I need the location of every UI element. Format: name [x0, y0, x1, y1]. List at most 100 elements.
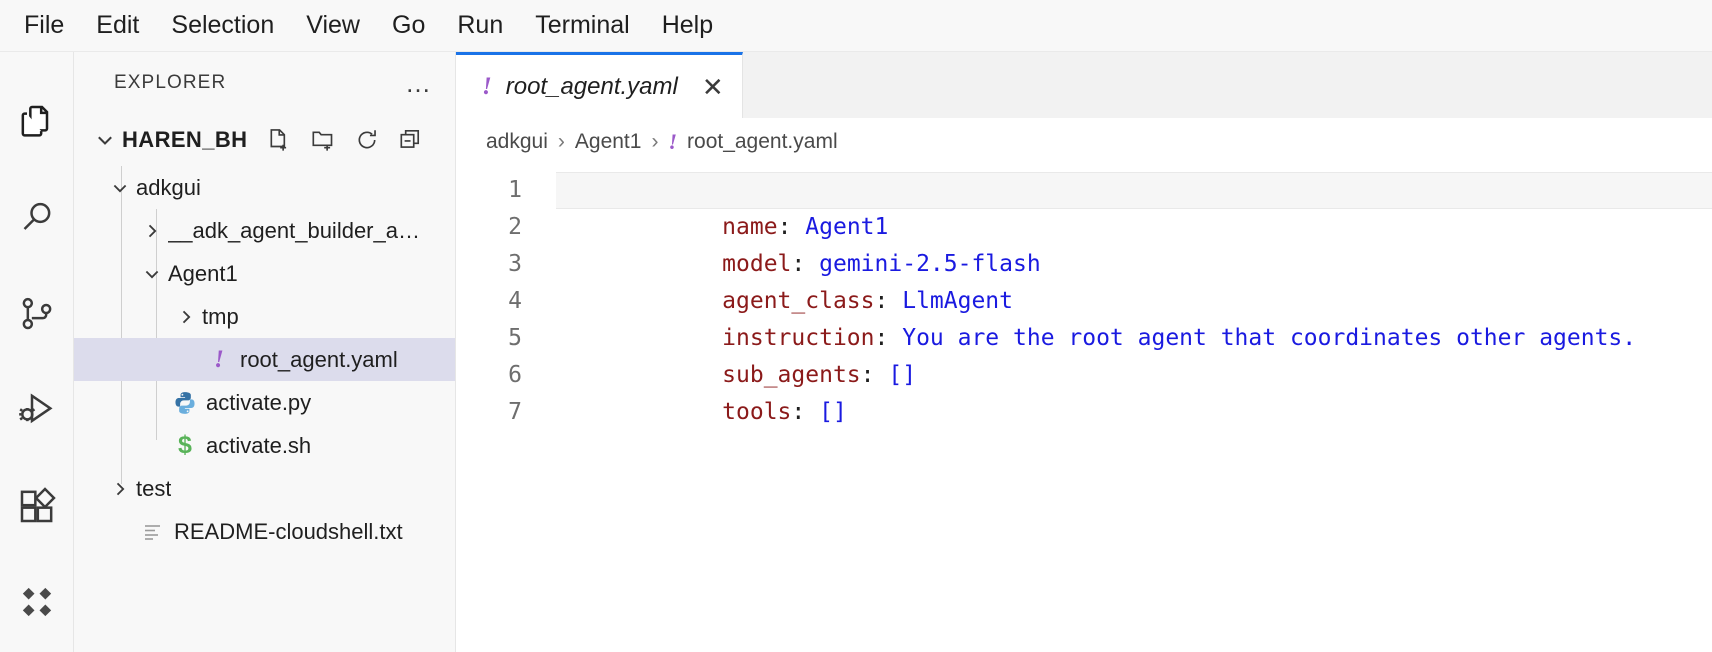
- breadcrumb-separator: ›: [557, 130, 565, 153]
- tree-item-label: __adk_agent_builder_a…: [168, 217, 420, 243]
- editor-area: ! root_agent.yaml ✕ adkgui › Agent1 › ! …: [456, 52, 1712, 652]
- file-tree: adkgui __adk_agent_builder_a… Agent1: [74, 166, 455, 652]
- space: [805, 251, 819, 277]
- chevron-right-icon[interactable]: [104, 479, 136, 499]
- breadcrumb-item-agent1[interactable]: Agent1: [574, 130, 642, 153]
- tree-item-tmp[interactable]: tmp: [74, 295, 455, 338]
- breadcrumb-separator: ›: [651, 130, 659, 153]
- collapse-all-icon[interactable]: [397, 126, 425, 154]
- explorer-header: EXPLORER …: [74, 52, 455, 114]
- extensions-icon: [17, 486, 57, 526]
- search-icon: [17, 198, 57, 238]
- space: [805, 399, 819, 425]
- code-line-2[interactable]: model: gemini-2.5-flash: [556, 209, 1712, 277]
- yaml-value: LlmAgent: [902, 288, 1013, 314]
- tree-item-label: activate.py: [206, 389, 312, 415]
- space: [791, 214, 805, 240]
- new-folder-icon[interactable]: [309, 126, 337, 154]
- tree-item-readme-cloudshell[interactable]: README-cloudshell.txt: [74, 510, 455, 553]
- tree-guide-line: [156, 209, 157, 440]
- yaml-bang-icon: !: [668, 129, 678, 154]
- tree-item-adk-agent-builder[interactable]: __adk_agent_builder_a…: [74, 209, 455, 252]
- more-actions-icon[interactable]: …: [405, 68, 433, 98]
- yaml-key: instruction: [722, 325, 875, 351]
- chevron-down-icon[interactable]: [88, 129, 122, 151]
- code-line-6[interactable]: tools: []: [556, 357, 1712, 425]
- yaml-value: []: [888, 362, 917, 388]
- chevron-down-icon[interactable]: [104, 178, 136, 198]
- breadcrumb: adkgui › Agent1 › ! root_agent.yaml: [456, 118, 1712, 166]
- activity-item-run-and-debug[interactable]: [0, 362, 74, 458]
- yaml-value: []: [819, 399, 847, 425]
- yaml-colon: :: [791, 251, 806, 277]
- activity-item-diamonds[interactable]: [0, 554, 74, 650]
- line-number: 4: [508, 288, 522, 314]
- menu-item-help[interactable]: Help: [661, 11, 714, 39]
- yaml-key: model: [722, 251, 792, 277]
- chevron-right-icon[interactable]: [136, 221, 168, 241]
- activity-item-source-control[interactable]: [0, 266, 74, 362]
- tree-item-activate-py[interactable]: activate.py: [74, 381, 455, 424]
- breadcrumb-item-root-agent-yaml[interactable]: root_agent.yaml: [687, 130, 838, 153]
- menu-item-edit[interactable]: Edit: [96, 11, 140, 39]
- yaml-value: gemini-2.5-flash: [819, 251, 1041, 277]
- code-content[interactable]: name: Agent1 model: gemini-2.5-flash age…: [528, 166, 1712, 652]
- line-number: 2: [508, 214, 522, 240]
- yaml-key: tools: [722, 399, 792, 425]
- activity-item-extensions[interactable]: [0, 458, 74, 554]
- new-file-icon[interactable]: [265, 126, 293, 154]
- code-line-3[interactable]: agent_class: LlmAgent: [556, 246, 1712, 314]
- text-file-icon: [136, 520, 170, 544]
- explorer-icon: [17, 102, 57, 142]
- yaml-value: Agent1: [805, 214, 889, 240]
- code-line-5[interactable]: sub_agents: []: [556, 320, 1712, 388]
- tree-item-label: Agent1: [168, 260, 238, 286]
- activity-item-search[interactable]: [0, 170, 74, 266]
- menu-item-go[interactable]: Go: [392, 11, 426, 39]
- python-file-icon: [168, 390, 202, 416]
- menu-item-terminal[interactable]: Terminal: [535, 11, 630, 39]
- tree-item-label: tmp: [202, 303, 239, 329]
- workbench-body: EXPLORER … HAREN_BH: [0, 52, 1712, 652]
- explorer-header-actions: …: [405, 68, 433, 98]
- explorer-root-row[interactable]: HAREN_BH: [74, 114, 455, 166]
- line-number: 1: [508, 177, 522, 203]
- run-and-debug-icon: [17, 390, 57, 430]
- menu-item-selection[interactable]: Selection: [171, 11, 275, 39]
- tree-item-agent1[interactable]: Agent1: [74, 252, 455, 295]
- line-number: 3: [508, 251, 522, 277]
- shell-file-icon: $: [178, 431, 192, 459]
- source-control-icon: [17, 294, 57, 334]
- code-line-1[interactable]: name: Agent1: [556, 172, 1712, 240]
- menu-item-run[interactable]: Run: [457, 11, 504, 39]
- yaml-file-icon: !: [214, 345, 224, 373]
- tab-root-agent-yaml[interactable]: ! root_agent.yaml ✕: [456, 52, 743, 118]
- refresh-icon[interactable]: [353, 126, 381, 154]
- code-editor[interactable]: 1 2 3 4 5 6 7 name: Agent1 model: gemini…: [456, 166, 1712, 652]
- tree-item-activate-sh[interactable]: $ activate.sh: [74, 424, 455, 467]
- activity-item-explorer[interactable]: [0, 74, 74, 170]
- code-line-4[interactable]: instruction: You are the root agent that…: [556, 283, 1712, 351]
- activity-bar: [0, 52, 74, 652]
- menu-item-file[interactable]: File: [24, 11, 65, 39]
- tree-item-root-agent-yaml[interactable]: ! root_agent.yaml: [74, 338, 455, 381]
- tree-item-label: test: [136, 475, 172, 501]
- tree-item-label: adkgui: [136, 174, 201, 200]
- menu-item-view[interactable]: View: [306, 11, 360, 39]
- explorer-root-actions: [265, 126, 425, 154]
- workspace-folder-name: HAREN_BH: [122, 127, 248, 152]
- tree-item-adkgui[interactable]: adkgui: [74, 166, 455, 209]
- chevron-down-icon[interactable]: [136, 264, 168, 284]
- space: [875, 362, 889, 388]
- breadcrumb-item-adkgui[interactable]: adkgui: [486, 130, 548, 153]
- tree-item-label: activate.sh: [206, 432, 312, 458]
- chevron-right-icon[interactable]: [170, 307, 202, 327]
- yaml-colon: :: [777, 214, 792, 240]
- close-icon[interactable]: ✕: [701, 71, 724, 102]
- tree-item-test[interactable]: test: [74, 467, 455, 510]
- tab-bar-empty-space: [742, 52, 1712, 118]
- yaml-bang-icon: !: [482, 72, 492, 100]
- tab-label: root_agent.yaml: [505, 72, 678, 100]
- tree-guide-line: [121, 166, 122, 484]
